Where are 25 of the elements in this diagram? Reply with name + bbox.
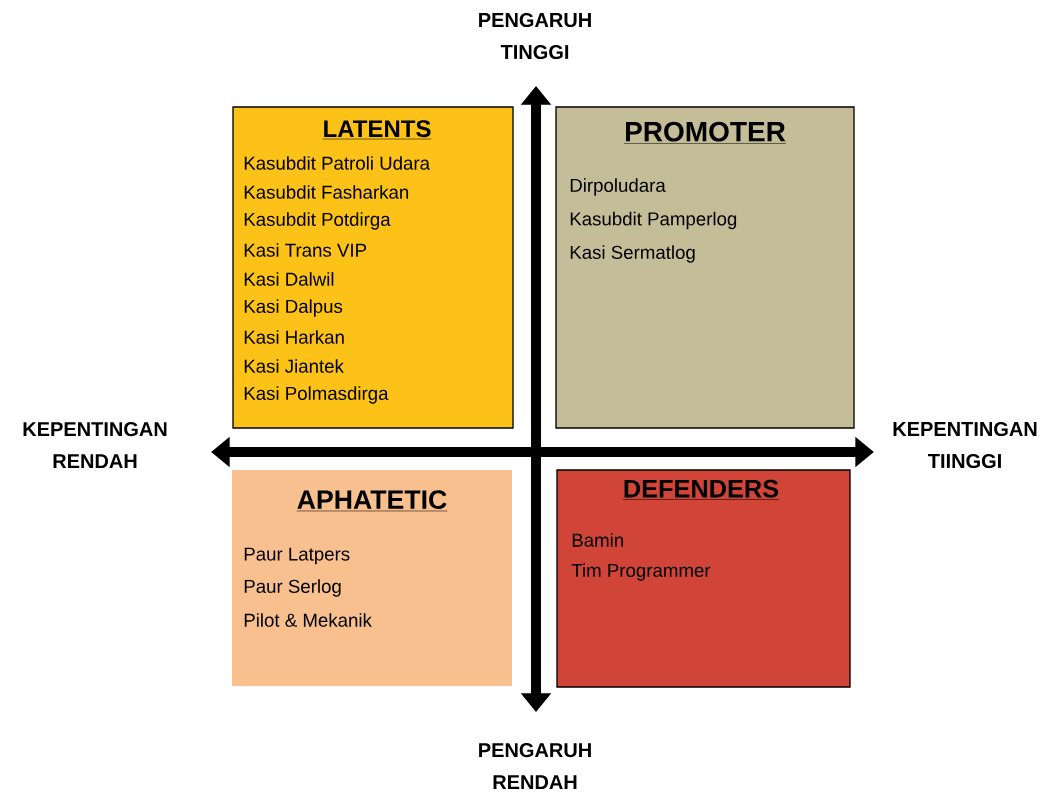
- axis-label: KEPENTINGAN TIINGGI: [893, 421, 1037, 469]
- list-item: Paur Serlog: [244, 579, 341, 597]
- list-item: Kasubdit Fasharkan: [244, 185, 409, 199]
- list-item: Tim Programmer: [571, 563, 711, 581]
- list-item: Kasubdit Pamperlog: [570, 211, 737, 230]
- heading: PROMOTER: [623, 121, 787, 144]
- list-item: Kasi Trans VIP: [244, 243, 367, 257]
- list-item: Kasi Harkan: [244, 330, 344, 344]
- list-item: Dirpoludara: [570, 178, 666, 196]
- axis-label: PENGARUH TINGGI: [479, 12, 591, 60]
- list-item: Kasubdit Patroli Udara: [244, 156, 430, 170]
- list-item: Paur Latpers: [244, 547, 350, 565]
- list-item: Kasubdit Potdirga: [244, 212, 391, 230]
- axis-label: PENGARUH RENDAH: [479, 743, 591, 789]
- heading: LATENTS: [322, 120, 432, 140]
- list-item: Kasi Sermatlog: [570, 245, 695, 263]
- list-item: Kasi Jiantek: [244, 359, 344, 373]
- list-item: Bamin: [572, 533, 623, 547]
- list-item: Pilot & Mekanik: [244, 613, 372, 627]
- axis-label: KEPENTINGAN RENDAH: [23, 422, 167, 468]
- heading: APHATETIC: [296, 490, 448, 512]
- list-item: Kasi Polmasdirga: [244, 386, 389, 404]
- list-item: Kasi Dalpus: [244, 299, 343, 317]
- list-item: Kasi Dalwil: [244, 272, 334, 286]
- heading: DEFENDERS: [622, 479, 780, 500]
